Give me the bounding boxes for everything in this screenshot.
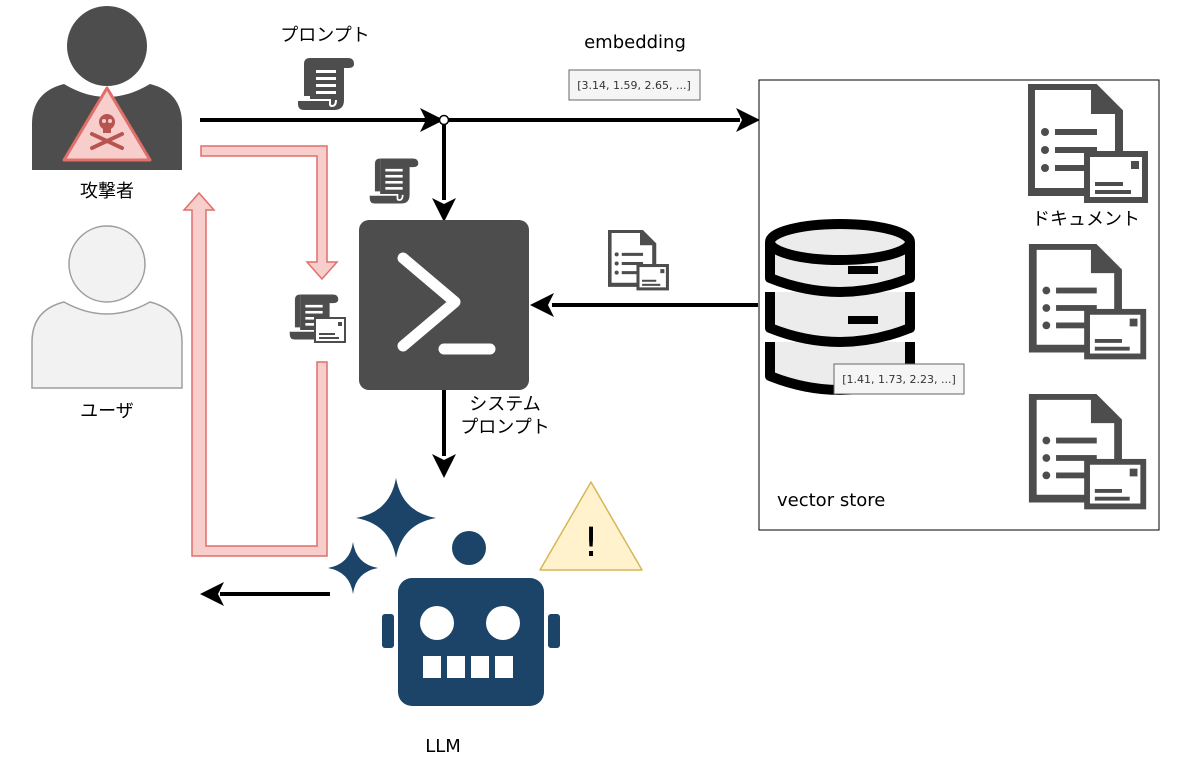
system-prompt-label-line1: システム xyxy=(469,394,540,415)
injection-down-arrow xyxy=(200,145,339,281)
llm-label: LLM xyxy=(425,736,461,757)
documents-label: ドキュメント xyxy=(1032,209,1140,230)
scroll-icon xyxy=(368,157,420,205)
warning-mark: ! xyxy=(583,520,599,566)
warning-icon: ! xyxy=(539,481,643,571)
vector-store-label: vector store xyxy=(777,490,885,511)
llm-output-arrow xyxy=(200,582,330,606)
attacker-to-store-arrow xyxy=(200,108,760,132)
robot-icon xyxy=(382,531,560,706)
store-vector-box: [1.41, 1.73, 2.23, ...] xyxy=(833,363,965,395)
prompt-to-system-arrow xyxy=(432,125,456,222)
prompt-label: プロンプト xyxy=(280,25,369,46)
store-vector-text: [1.41, 1.73, 2.23, ...] xyxy=(842,373,956,386)
attacker-icon xyxy=(32,6,182,170)
user-icon xyxy=(31,225,183,389)
user-label: ユーザ xyxy=(80,401,134,422)
scroll-icon xyxy=(297,57,355,111)
llm-output-to-attacker-arrow xyxy=(182,191,328,557)
terminal-icon xyxy=(359,220,529,390)
embedding-label: embedding xyxy=(584,32,686,53)
sparkle-icon xyxy=(328,478,436,594)
attacker-label: 攻撃者 xyxy=(80,181,134,202)
system-prompt-label-line2: プロンプト xyxy=(460,417,549,438)
system-to-llm-arrow xyxy=(432,390,456,478)
embedding-vector-text: [3.14, 1.59, 2.65, ...] xyxy=(577,79,691,92)
embedding-vector-box: [3.14, 1.59, 2.65, ...] xyxy=(568,69,701,101)
document-icon xyxy=(610,231,668,289)
store-to-system-arrow xyxy=(530,293,758,317)
injected-prompt-icon xyxy=(288,293,346,343)
